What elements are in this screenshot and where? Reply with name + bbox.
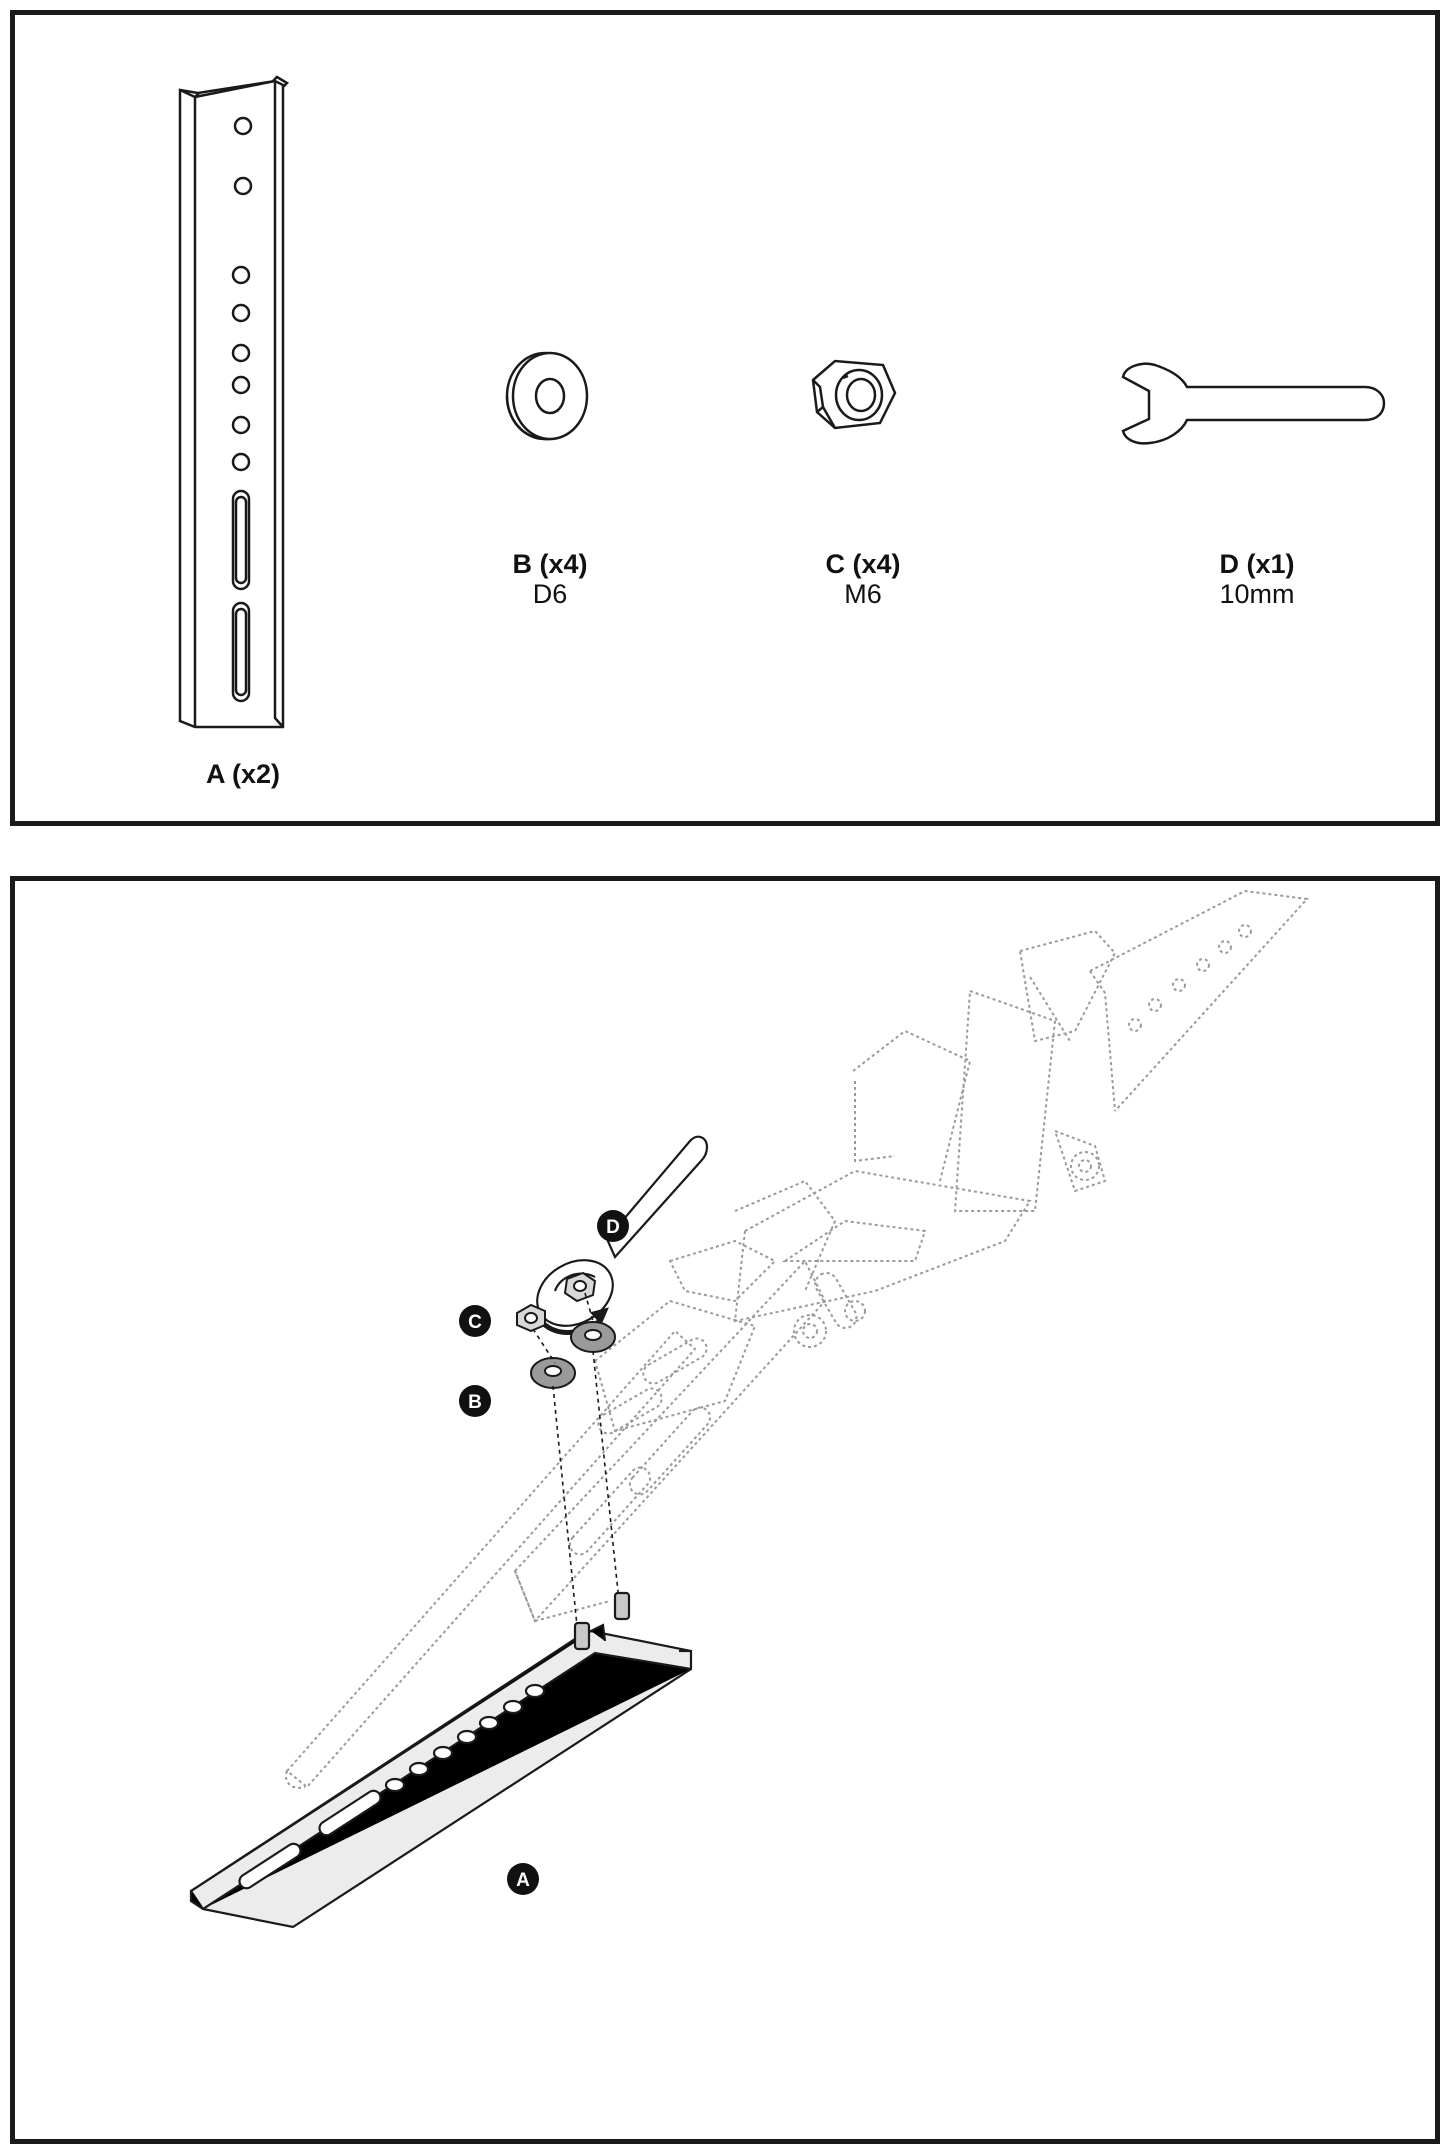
part-a-quantity: A (x2) <box>205 759 280 789</box>
rail-a <box>189 1591 693 1929</box>
part-c-spec: M6 <box>844 579 882 609</box>
callout-d-circle <box>597 1210 629 1242</box>
nut-c <box>516 1271 597 1333</box>
part-b-quantity: B (x4) <box>512 549 588 579</box>
part-a-rail <box>178 75 290 729</box>
washers-b <box>530 1321 616 1389</box>
callout-c-circle <box>459 1305 491 1337</box>
part-c-quantity: C (x4) <box>825 549 901 579</box>
part-c-nut <box>811 359 897 430</box>
part-a-label: A (x2) <box>123 759 363 789</box>
assembly-guides <box>532 1292 621 1657</box>
callout-c-letter: C <box>468 1312 482 1333</box>
parts-panel: A (x2) B (x4) D6 C (x4) M6 D (x1) 10mm <box>10 10 1440 826</box>
callout-d-letter: D <box>606 1217 620 1238</box>
part-d-wrench <box>1121 362 1386 445</box>
callout-b-letter: B <box>468 1392 482 1413</box>
mount-bracket-ghost <box>285 889 1310 1789</box>
part-c-label: C (x4) M6 <box>743 549 983 609</box>
assembly-panel: D C B A <box>10 876 1440 2144</box>
callout-b-circle <box>459 1385 491 1417</box>
callout-a-letter: A <box>516 1870 530 1891</box>
callout-marks <box>459 1210 629 1895</box>
callout-a-circle <box>507 1863 539 1895</box>
assembly-illustration: D C B A <box>189 889 1310 1929</box>
parts-illustrations <box>178 75 1386 729</box>
part-d-quantity: D (x1) <box>1219 549 1295 579</box>
part-b-washer <box>505 351 589 441</box>
part-d-spec: 10mm <box>1219 579 1295 609</box>
part-b-spec: D6 <box>532 579 568 609</box>
part-d-label: D (x1) 10mm <box>1137 549 1377 609</box>
part-b-label: B (x4) D6 <box>430 549 670 609</box>
